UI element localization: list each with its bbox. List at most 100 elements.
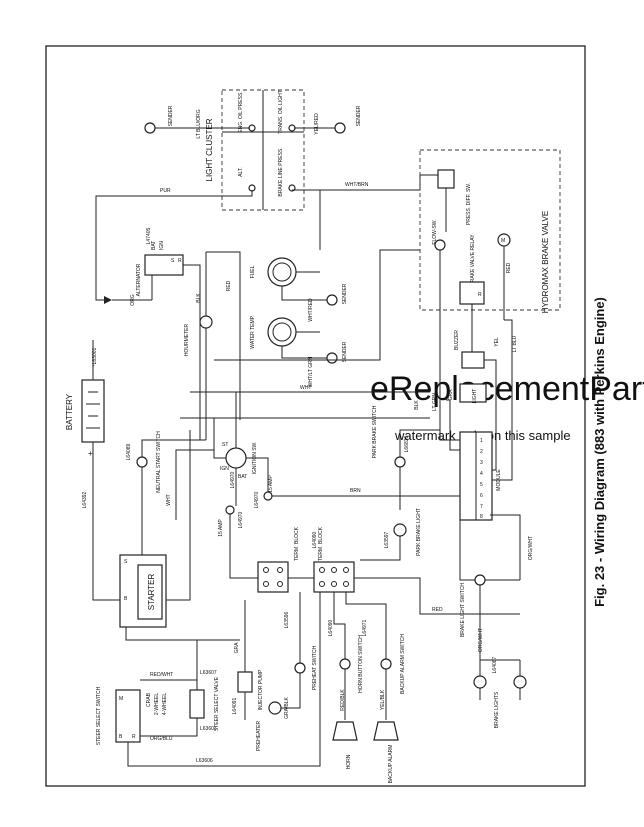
- hydromax-box: [419, 149, 561, 311]
- brake-light-switch-label: BRAKE LIGHT SWITCH: [460, 583, 466, 637]
- press-diff-sw-label: PRESS. DIFF. SW.: [466, 183, 472, 225]
- module-pin-5: 5: [480, 482, 483, 488]
- light-cluster-box: [221, 89, 305, 211]
- steer-select-switch-label: STEER SELECT SWITCH: [96, 686, 102, 745]
- preheat-switch: [294, 662, 306, 674]
- sender-water: [326, 352, 338, 364]
- sender-water-label: SENDER: [342, 341, 348, 362]
- neutral-start-switch: [136, 456, 148, 468]
- sender-top-left: [144, 122, 156, 134]
- steer-term-m: M: [119, 696, 123, 702]
- term-block-b: [313, 561, 355, 593]
- alt-term-s: S: [171, 258, 175, 264]
- park-brake-switch: [394, 456, 406, 468]
- starter-label: STARTER: [147, 573, 156, 610]
- wire-id-l64970-c: L64970: [230, 471, 236, 488]
- buzzer-label: BUZZER: [454, 330, 460, 350]
- wire-brn: BRN: [350, 488, 361, 494]
- backup-alarm-label: BACKUP ALARM: [388, 745, 394, 784]
- brake-line-press-label: BRAKE LINE PRESS.: [278, 147, 284, 196]
- wire-id-l63607-a: L63607: [200, 670, 217, 676]
- brake-lights-label: BRAKE LIGHTS: [494, 691, 500, 728]
- alt-term-r: R: [178, 258, 182, 264]
- wire-red-hydromax: RED: [506, 262, 512, 273]
- fuel-label: FUEL: [250, 265, 256, 278]
- wire-id-l66835: L66835: [404, 435, 410, 452]
- injector-pump-label: INJECTOR PUMP: [258, 669, 264, 710]
- module-label: MODULE: [496, 469, 502, 491]
- ignition-switch: [225, 447, 247, 469]
- horn: [332, 721, 358, 741]
- sender-fuel-label: SENDER: [342, 283, 348, 304]
- flow-sw-label: FLOW-SW.: [432, 219, 438, 244]
- buzzer: [461, 351, 485, 369]
- wire-yel-blk: YEL/BLK: [380, 689, 386, 710]
- watermark-brand: eReplacementParts.com: [370, 370, 644, 408]
- ign-term-st: ST: [222, 442, 228, 448]
- horn-button-switch-label: HORN BUTTON SWITCH: [358, 635, 364, 693]
- diode-pur: [104, 296, 112, 304]
- brake-light-switch: [474, 574, 486, 586]
- wire-gra-pump: GRA: [234, 642, 240, 654]
- horn-button-switch: [339, 658, 351, 670]
- wire-yel-red: YEL/RED: [314, 113, 320, 135]
- steer-term-b: B: [119, 734, 123, 740]
- water-temp-label: WATER TEMP.: [250, 315, 256, 348]
- wire-id-l47405: L47405: [146, 227, 152, 244]
- two-wheel-label: 2-WHEEL: [154, 693, 160, 715]
- module-pin-1: 1: [480, 438, 483, 444]
- wire-org-wht-a: ORG/WHT: [528, 536, 534, 560]
- starter-term-b: B: [124, 596, 128, 602]
- steer-select-switch: [115, 689, 141, 743]
- horn-label: HORN: [346, 754, 352, 769]
- wire-lt-blu: LT BLU: [512, 335, 518, 352]
- park-brake-light: [393, 523, 407, 537]
- wire-wht-lt-grn: WHT/LT GRN: [308, 356, 314, 387]
- term-block-a: [257, 561, 289, 593]
- module-pin-6: 6: [480, 493, 483, 499]
- wire-id-l63597: L63597: [384, 531, 390, 548]
- park-brake-light-label: PARK BRAKE LIGHT: [416, 508, 422, 556]
- wire-blk-a: BLK: [196, 293, 202, 303]
- sender-top-right: [334, 122, 346, 134]
- alt-label: ALT.: [238, 167, 244, 177]
- four-wheel-label: 4-WHEEL: [162, 693, 168, 715]
- steer-select-valve: [189, 689, 205, 719]
- preheater: [268, 701, 282, 715]
- preheat-switch-label: PREHEAT SWITCH: [312, 645, 318, 690]
- wire-id-l64090-b: L64090: [328, 619, 334, 636]
- hourmeter: [199, 315, 213, 329]
- wire-red-blk: RED/BLK: [340, 689, 346, 711]
- wire-red-a: RED: [226, 280, 232, 291]
- wire-id-l63001: L63001: [92, 347, 98, 364]
- hydromax-m: M: [501, 238, 505, 244]
- crab-label: CRAB: [146, 692, 152, 707]
- wire-id-l64971: L64971: [362, 619, 368, 636]
- wire-red-wht: RED/WHT: [150, 672, 173, 678]
- hydromax-brake-valve-label: HYDROMAX BRAKE VALVE: [541, 211, 550, 313]
- wire-id-l64970-b: L64970: [254, 491, 260, 508]
- ign-term-bat: BAT: [238, 474, 247, 480]
- steer-term-r: R: [132, 734, 136, 740]
- alt-term-ign: IGN: [159, 241, 165, 250]
- wire-id-l64087: L64087: [492, 656, 498, 673]
- trans-oil-light-label: TRANS. OIL LIGHT: [278, 90, 284, 134]
- wire-id-l63596: L63596: [284, 611, 290, 628]
- backup-alarm: [373, 721, 399, 741]
- wire-lt-grn: LT GRN: [432, 393, 438, 411]
- brake-light-right: [513, 675, 527, 689]
- brake-light-left: [473, 675, 487, 689]
- term-block-a-label: TERM. BLOCK: [294, 526, 300, 561]
- wire-org: ORG: [130, 294, 136, 306]
- fuse-15amp-a: [225, 505, 235, 515]
- module-pin-3: 3: [480, 460, 483, 466]
- module-pin-4: 4: [480, 471, 483, 477]
- wire-id-l64091: L64091: [232, 697, 238, 714]
- wire-id-l64970-a: L64970: [238, 511, 244, 528]
- module-pin-8: 8: [480, 514, 483, 520]
- press-diff-switch: [437, 169, 455, 189]
- wire-id-l64090-a: L64090: [312, 531, 318, 548]
- relay-r: R: [478, 292, 482, 298]
- wire-yel: YEL: [494, 337, 500, 347]
- wire-id-l64392: L64392: [82, 491, 88, 508]
